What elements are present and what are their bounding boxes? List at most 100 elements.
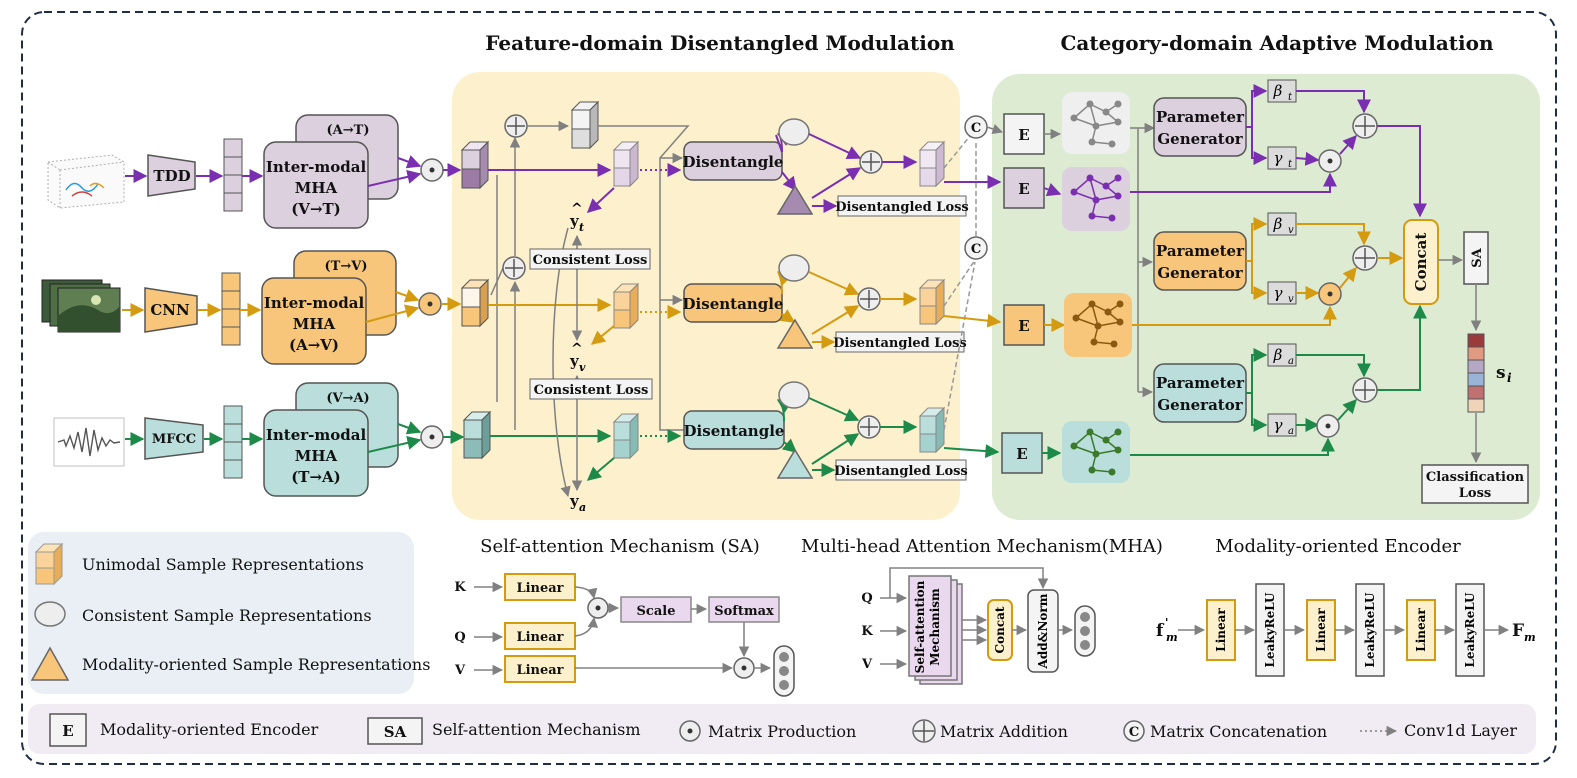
param-generator-v: Parameter Generator — [1153, 231, 1247, 291]
outer-frame — [21, 11, 1557, 765]
svg-text:y: y — [569, 492, 580, 510]
plus-node-top — [504, 114, 528, 138]
cat-product-t — [1318, 149, 1342, 173]
svg-text:Disentangled Loss: Disentangled Loss — [835, 200, 969, 215]
svg-text:Linear: Linear — [1214, 608, 1228, 652]
concat-node-mid: C — [964, 236, 988, 260]
modality-triangle-a — [776, 448, 814, 479]
sa-mech: K Q V Linear Linear Linear Scale Softmax — [454, 573, 795, 697]
mha-mech-title: Multi-head Attention Mechanism(MHA) — [801, 536, 1163, 557]
consistent-loss-2: Consistent Loss — [529, 378, 653, 400]
svg-text:Parameter: Parameter — [1156, 108, 1245, 126]
svg-text:Inter-modal: Inter-modal — [266, 426, 367, 444]
svg-text:Consistent Loss: Consistent Loss — [534, 383, 649, 398]
extractor-cnn: CNN — [144, 287, 198, 333]
feature-vector-t — [223, 138, 243, 212]
mha-block-audio: (V→A) Inter-modal MHA (T→A) — [263, 382, 399, 497]
svg-text:Q: Q — [454, 630, 465, 645]
legend-modality: Modality-oriented Sample Representations — [82, 655, 430, 674]
encoder-t: E — [1003, 167, 1045, 209]
svg-text:Self-attention Mechanism: Self-attention Mechanism — [432, 720, 641, 739]
svg-text:v: v — [1288, 225, 1294, 236]
unimodal-cube-t — [460, 140, 490, 190]
svg-text:Linear: Linear — [516, 663, 563, 678]
svg-text:γ: γ — [1274, 284, 1283, 302]
plus-node-a — [857, 415, 881, 439]
svg-text:Softmax: Softmax — [714, 604, 774, 619]
footer-matrix-addition: Matrix Addition — [912, 719, 1068, 743]
svg-text:E: E — [1018, 317, 1029, 335]
svg-text:β: β — [1273, 346, 1283, 364]
svg-text:Disentangle: Disentangle — [683, 295, 784, 313]
svg-text:V: V — [454, 663, 466, 678]
svg-text:t: t — [1288, 92, 1293, 103]
audio-input-icon — [53, 417, 125, 467]
graph-icon-v — [1064, 293, 1132, 357]
svg-text:γ: γ — [1274, 149, 1283, 167]
classification-loss: Classification Loss — [1421, 464, 1529, 504]
svg-text:Parameter: Parameter — [1156, 374, 1245, 392]
svg-text:E: E — [62, 722, 73, 740]
svg-text:^: ^ — [571, 201, 583, 217]
cat-plus-t — [1352, 113, 1378, 139]
svg-text:a: a — [1288, 356, 1294, 367]
encoder-mech: f ' m Linear LeakyReLU Linear LeakyReLU … — [1156, 583, 1536, 677]
svg-text:Self-attention: Self-attention — [913, 580, 927, 673]
svg-text:Disentangled Loss: Disentangled Loss — [833, 336, 967, 351]
svg-text:K: K — [454, 580, 466, 595]
product-dot-a — [420, 425, 444, 449]
svg-text:F: F — [1512, 621, 1524, 641]
svg-text:MHA: MHA — [293, 315, 336, 333]
svg-text:(V→T): (V→T) — [291, 200, 341, 218]
svg-text:(T→A): (T→A) — [291, 468, 341, 486]
extractor-mfcc: MFCC — [144, 417, 204, 460]
svg-text:γ: γ — [1274, 416, 1283, 434]
modality-cube-t — [612, 140, 640, 188]
param-generator-t: Parameter Generator — [1153, 97, 1247, 157]
svg-text:(V→A): (V→A) — [326, 391, 369, 406]
svg-text:Matrix Concatenation: Matrix Concatenation — [1150, 722, 1327, 741]
svg-text:C: C — [1129, 725, 1139, 740]
svg-text:Conv1d Layer: Conv1d Layer — [1404, 721, 1517, 740]
svg-text:LeakyReLU: LeakyReLU — [1463, 592, 1477, 668]
svg-text:t: t — [579, 221, 584, 234]
svg-text:V: V — [861, 657, 873, 672]
video-input-icon — [41, 279, 121, 333]
svg-text:K: K — [861, 624, 873, 639]
legend-unimodal: Unimodal Sample Representations — [82, 555, 364, 574]
svg-text:Concat: Concat — [1412, 233, 1430, 292]
y-hat-v: y v ^ — [569, 341, 586, 374]
svg-text:MHA: MHA — [295, 179, 338, 197]
svg-text:f: f — [1156, 621, 1165, 641]
disentangled-loss-a: Disentangled Loss — [834, 459, 968, 481]
svg-text:Linear: Linear — [516, 581, 563, 596]
footer-matrix-production: Matrix Production — [679, 720, 856, 742]
svg-text:a: a — [579, 501, 586, 514]
disentangle-a: Disentangle — [683, 410, 785, 450]
mha-block-text: (A→T) Inter-modal MHA (V→T) — [263, 114, 399, 229]
sa-mech-title: Self-attention Mechanism (SA) — [480, 536, 760, 557]
mha-block-visual: (T→V) Inter-modal MHA (A→V) — [261, 250, 397, 365]
consistent-ellipse-v — [778, 254, 810, 282]
svg-text:(A→T): (A→T) — [327, 123, 370, 138]
feature-domain-title: Feature-domain Disentangled Modulation — [485, 31, 955, 55]
encoder-a: E — [1001, 432, 1043, 474]
disentangled-loss-v: Disentangled Loss — [833, 331, 967, 353]
y-a: y a — [569, 492, 586, 514]
mha-mech: Q K V Self-attention Mechanism Concat Ad… — [861, 567, 1096, 685]
svg-text:Loss: Loss — [1459, 486, 1491, 501]
footer-encoder: E Modality-oriented Encoder — [49, 713, 319, 747]
svg-text:a: a — [1288, 426, 1294, 437]
svg-text:Matrix Production: Matrix Production — [708, 722, 856, 741]
footer-conv1d: Conv1d Layer — [1360, 721, 1517, 740]
product-dot-t — [420, 158, 444, 182]
svg-text:m: m — [1524, 631, 1536, 644]
disentangle-v: Disentangle — [683, 283, 784, 323]
svg-text:t: t — [1288, 159, 1293, 170]
product-dot-v — [418, 292, 442, 316]
encoder-v: E — [1003, 304, 1045, 346]
svg-text:Generator: Generator — [1157, 396, 1243, 414]
